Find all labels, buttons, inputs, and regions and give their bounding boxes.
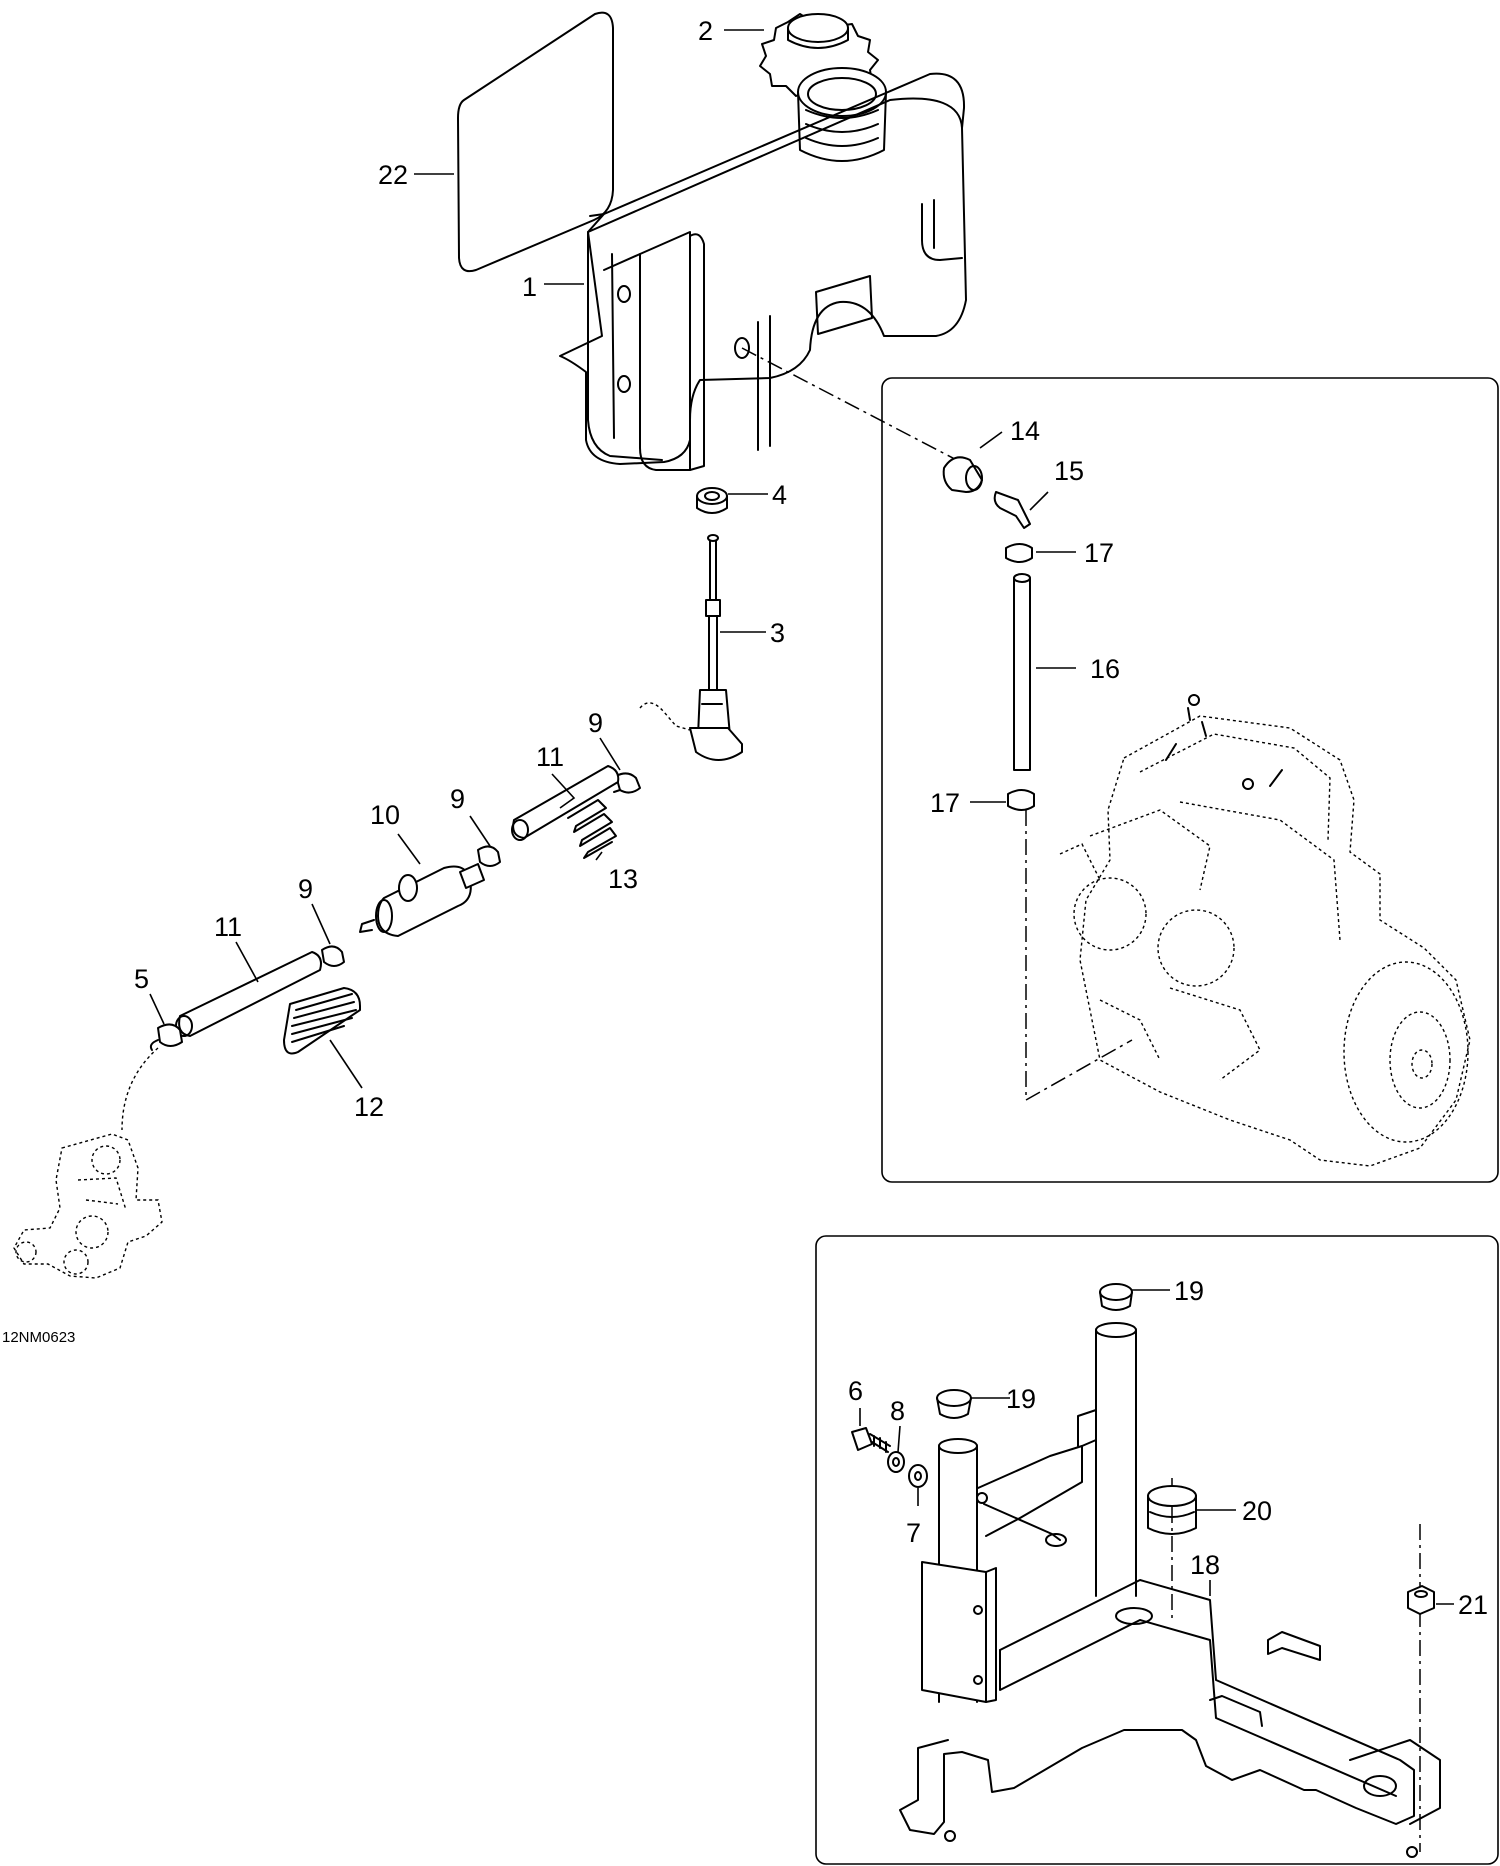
hose-part-11-a bbox=[511, 765, 620, 841]
callout-17-a: 17 bbox=[1084, 538, 1114, 568]
callout-3: 3 bbox=[770, 618, 785, 648]
lock-washer-part-8 bbox=[887, 1451, 905, 1473]
oil-sensor-part-3 bbox=[639, 534, 743, 761]
flat-washer-part-7 bbox=[908, 1464, 928, 1488]
grommet-part-14 bbox=[942, 456, 983, 493]
clamp-part-17-a bbox=[1005, 543, 1033, 563]
callout-labels: 22 2 1 4 3 9 11 10 9 13 9 11 5 12 14 15 … bbox=[134, 16, 1488, 1620]
callout-10: 10 bbox=[370, 800, 400, 830]
nut-part-21 bbox=[1407, 1585, 1435, 1615]
clamp-part-9-b bbox=[477, 845, 501, 867]
callout-12: 12 bbox=[354, 1092, 384, 1122]
oil-pump-ghost bbox=[13, 1133, 163, 1279]
callout-1: 1 bbox=[522, 272, 537, 302]
callout-20: 20 bbox=[1242, 1496, 1272, 1526]
callout-9-a: 9 bbox=[588, 708, 603, 738]
inset-frame-engine bbox=[881, 377, 1499, 1183]
spring-part-13 bbox=[567, 799, 617, 859]
callout-8: 8 bbox=[890, 1396, 905, 1426]
callout-13: 13 bbox=[608, 864, 638, 894]
callout-17-b: 17 bbox=[930, 788, 960, 818]
cap-part-19-a bbox=[1099, 1283, 1133, 1311]
clamp-part-9-a bbox=[613, 772, 641, 794]
inset-frame-bracket bbox=[815, 1235, 1499, 1865]
callout-5: 5 bbox=[134, 964, 149, 994]
hose-part-16 bbox=[1013, 573, 1031, 771]
grommet-part-4 bbox=[696, 487, 728, 514]
oil-tank-part-1 bbox=[559, 67, 967, 471]
callout-15: 15 bbox=[1054, 456, 1084, 486]
clamp-part-5 bbox=[149, 1023, 183, 1051]
filter-part-10 bbox=[359, 863, 485, 937]
callout-9-c: 9 bbox=[298, 874, 313, 904]
cap-part-19-b bbox=[936, 1389, 972, 1419]
callout-14: 14 bbox=[1010, 416, 1040, 446]
clamp-part-9-c bbox=[321, 945, 345, 967]
bolt-part-6 bbox=[851, 1427, 891, 1453]
callout-16: 16 bbox=[1090, 654, 1120, 684]
leader-lines bbox=[149, 29, 1454, 1605]
alignment-lines bbox=[741, 347, 1421, 1852]
callout-21: 21 bbox=[1458, 1590, 1488, 1620]
spring-part-12 bbox=[283, 987, 361, 1055]
callout-7: 7 bbox=[906, 1518, 921, 1548]
callout-9-b: 9 bbox=[450, 784, 465, 814]
elbow-fitting-part-15 bbox=[993, 491, 1031, 529]
decal-part-22 bbox=[457, 11, 614, 273]
callout-6: 6 bbox=[848, 1376, 863, 1406]
callout-4: 4 bbox=[772, 480, 787, 510]
engine-ghost bbox=[1059, 694, 1471, 1167]
callout-11-b: 11 bbox=[214, 912, 242, 942]
bracket-part-18 bbox=[899, 1322, 1441, 1858]
callout-19-b: 19 bbox=[1006, 1384, 1036, 1414]
clamp-part-17-b bbox=[1007, 789, 1035, 811]
callout-22: 22 bbox=[378, 160, 408, 190]
callout-19-a: 19 bbox=[1174, 1276, 1204, 1306]
callout-2: 2 bbox=[698, 16, 713, 46]
drawing-code: 12NM0623 bbox=[2, 1329, 75, 1346]
callout-18: 18 bbox=[1190, 1550, 1220, 1580]
callout-11-a: 11 bbox=[536, 742, 564, 772]
grommet-part-20 bbox=[1147, 1485, 1197, 1535]
